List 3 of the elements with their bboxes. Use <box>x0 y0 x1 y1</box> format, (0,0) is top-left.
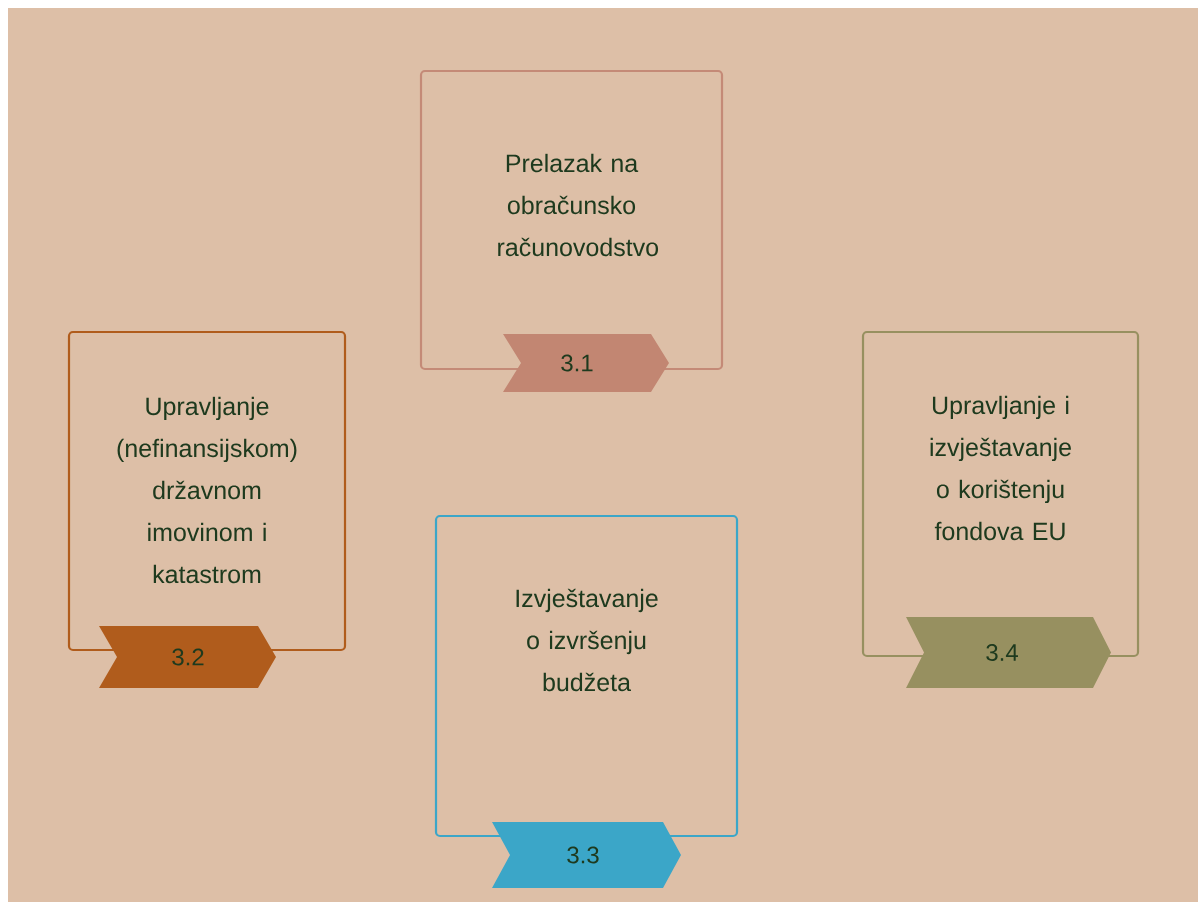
number-tag: 3.1 <box>503 334 669 392</box>
number-tag: 3.2 <box>99 626 276 688</box>
number-tag: 3.4 <box>906 617 1111 688</box>
